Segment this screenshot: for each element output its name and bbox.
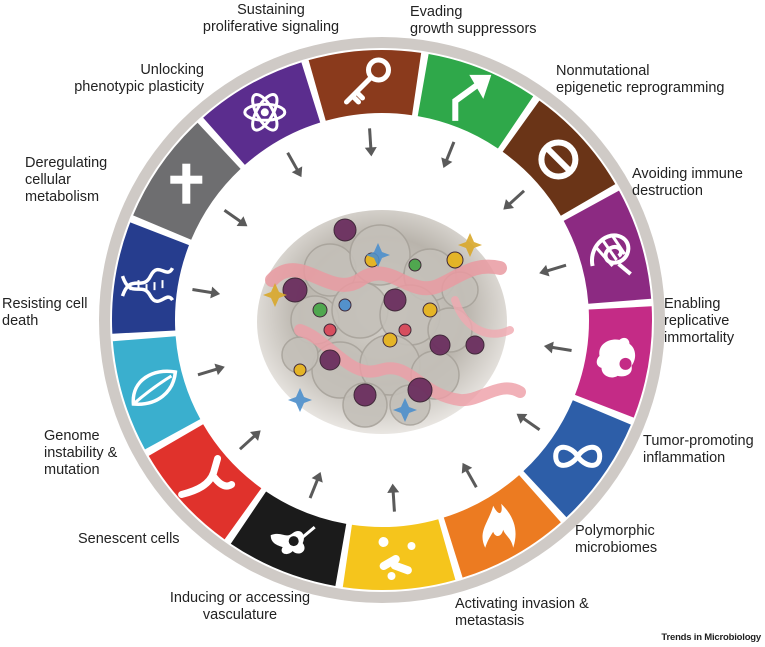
label-line: replicative: [664, 313, 730, 329]
label-line: epigenetic reprogramming: [556, 80, 725, 96]
label-line: cellular: [25, 172, 71, 188]
label-line: metastasis: [455, 613, 525, 629]
label-line: Sustaining: [237, 2, 305, 18]
inward-arrow: [192, 286, 221, 299]
inward-arrow: [516, 413, 541, 431]
inward-arrow: [543, 341, 572, 354]
inward-arrow: [197, 363, 225, 377]
bacteria-icon: [378, 537, 416, 580]
inward-arrow: [364, 128, 377, 157]
leaf-icon: [131, 369, 178, 406]
atom-icon: [243, 93, 287, 132]
infinity-icon: [553, 444, 603, 468]
inward-arrow: [308, 472, 323, 499]
label-line: destruction: [632, 183, 703, 199]
label-line: metabolism: [25, 189, 100, 205]
journal-credit: Trends in Microbiology: [661, 632, 761, 643]
inward-arrow: [503, 189, 526, 210]
dna-coil-icon: [590, 233, 632, 276]
label-line: instability &: [44, 445, 118, 461]
label-line: death: [2, 313, 39, 329]
inward-arrow: [461, 462, 478, 488]
inward-arrow: [238, 430, 261, 451]
label-line: Genome: [44, 428, 100, 444]
cross-icon: [170, 163, 203, 204]
label-line: Nonmutational: [556, 63, 650, 79]
label-line: Resisting cell: [2, 296, 88, 312]
label-line: Activating invasion &: [455, 596, 589, 612]
label-line: immortality: [664, 330, 735, 346]
arrow-up-right-icon: [452, 74, 492, 121]
segment-bacteria: [342, 519, 456, 590]
label-line: microbiomes: [575, 540, 658, 556]
vessel-branch-icon: [178, 455, 236, 498]
inward-arrow: [539, 263, 567, 277]
label-line: Tumor-promoting: [643, 433, 754, 449]
label-leaf: Senescent cells: [78, 531, 180, 548]
inward-arrow: [441, 141, 456, 168]
prohibition-icon: [538, 139, 579, 180]
label-line: Senescent cells: [78, 531, 180, 547]
label-line: inflammation: [643, 450, 726, 466]
segment-leaf: [112, 336, 201, 450]
label-line: proliferative signaling: [202, 19, 340, 35]
migrating-cell-icon: [270, 525, 316, 555]
segment-arrow-up-right: [417, 54, 534, 149]
label-line: Unlocking: [140, 62, 204, 78]
label-line: Polymorphic: [575, 523, 655, 539]
label-line: phenotypic plasticity: [74, 79, 204, 95]
label-line: Evading: [410, 4, 463, 20]
key-icon: [344, 57, 391, 105]
inward-arrow: [387, 483, 400, 512]
flame-icon: [482, 503, 516, 548]
label-line: Deregulating: [25, 155, 108, 171]
label-line: Enabling: [664, 296, 721, 312]
label-line: Avoiding immune: [632, 166, 743, 182]
label-migrating-cell: Activating invasion &metastasis: [455, 596, 589, 630]
label-line: vasculature: [202, 607, 278, 623]
inward-arrow: [223, 209, 248, 227]
label-line: growth suppressors: [410, 21, 537, 37]
tumor-microenvironment-illustration: [257, 210, 526, 434]
label-line: Inducing or accessing: [169, 590, 311, 606]
label-line: mutation: [44, 462, 100, 478]
immune-cell-icon: [596, 337, 636, 378]
inward-arrow: [286, 152, 303, 178]
dna-helix-icon: [120, 267, 175, 303]
